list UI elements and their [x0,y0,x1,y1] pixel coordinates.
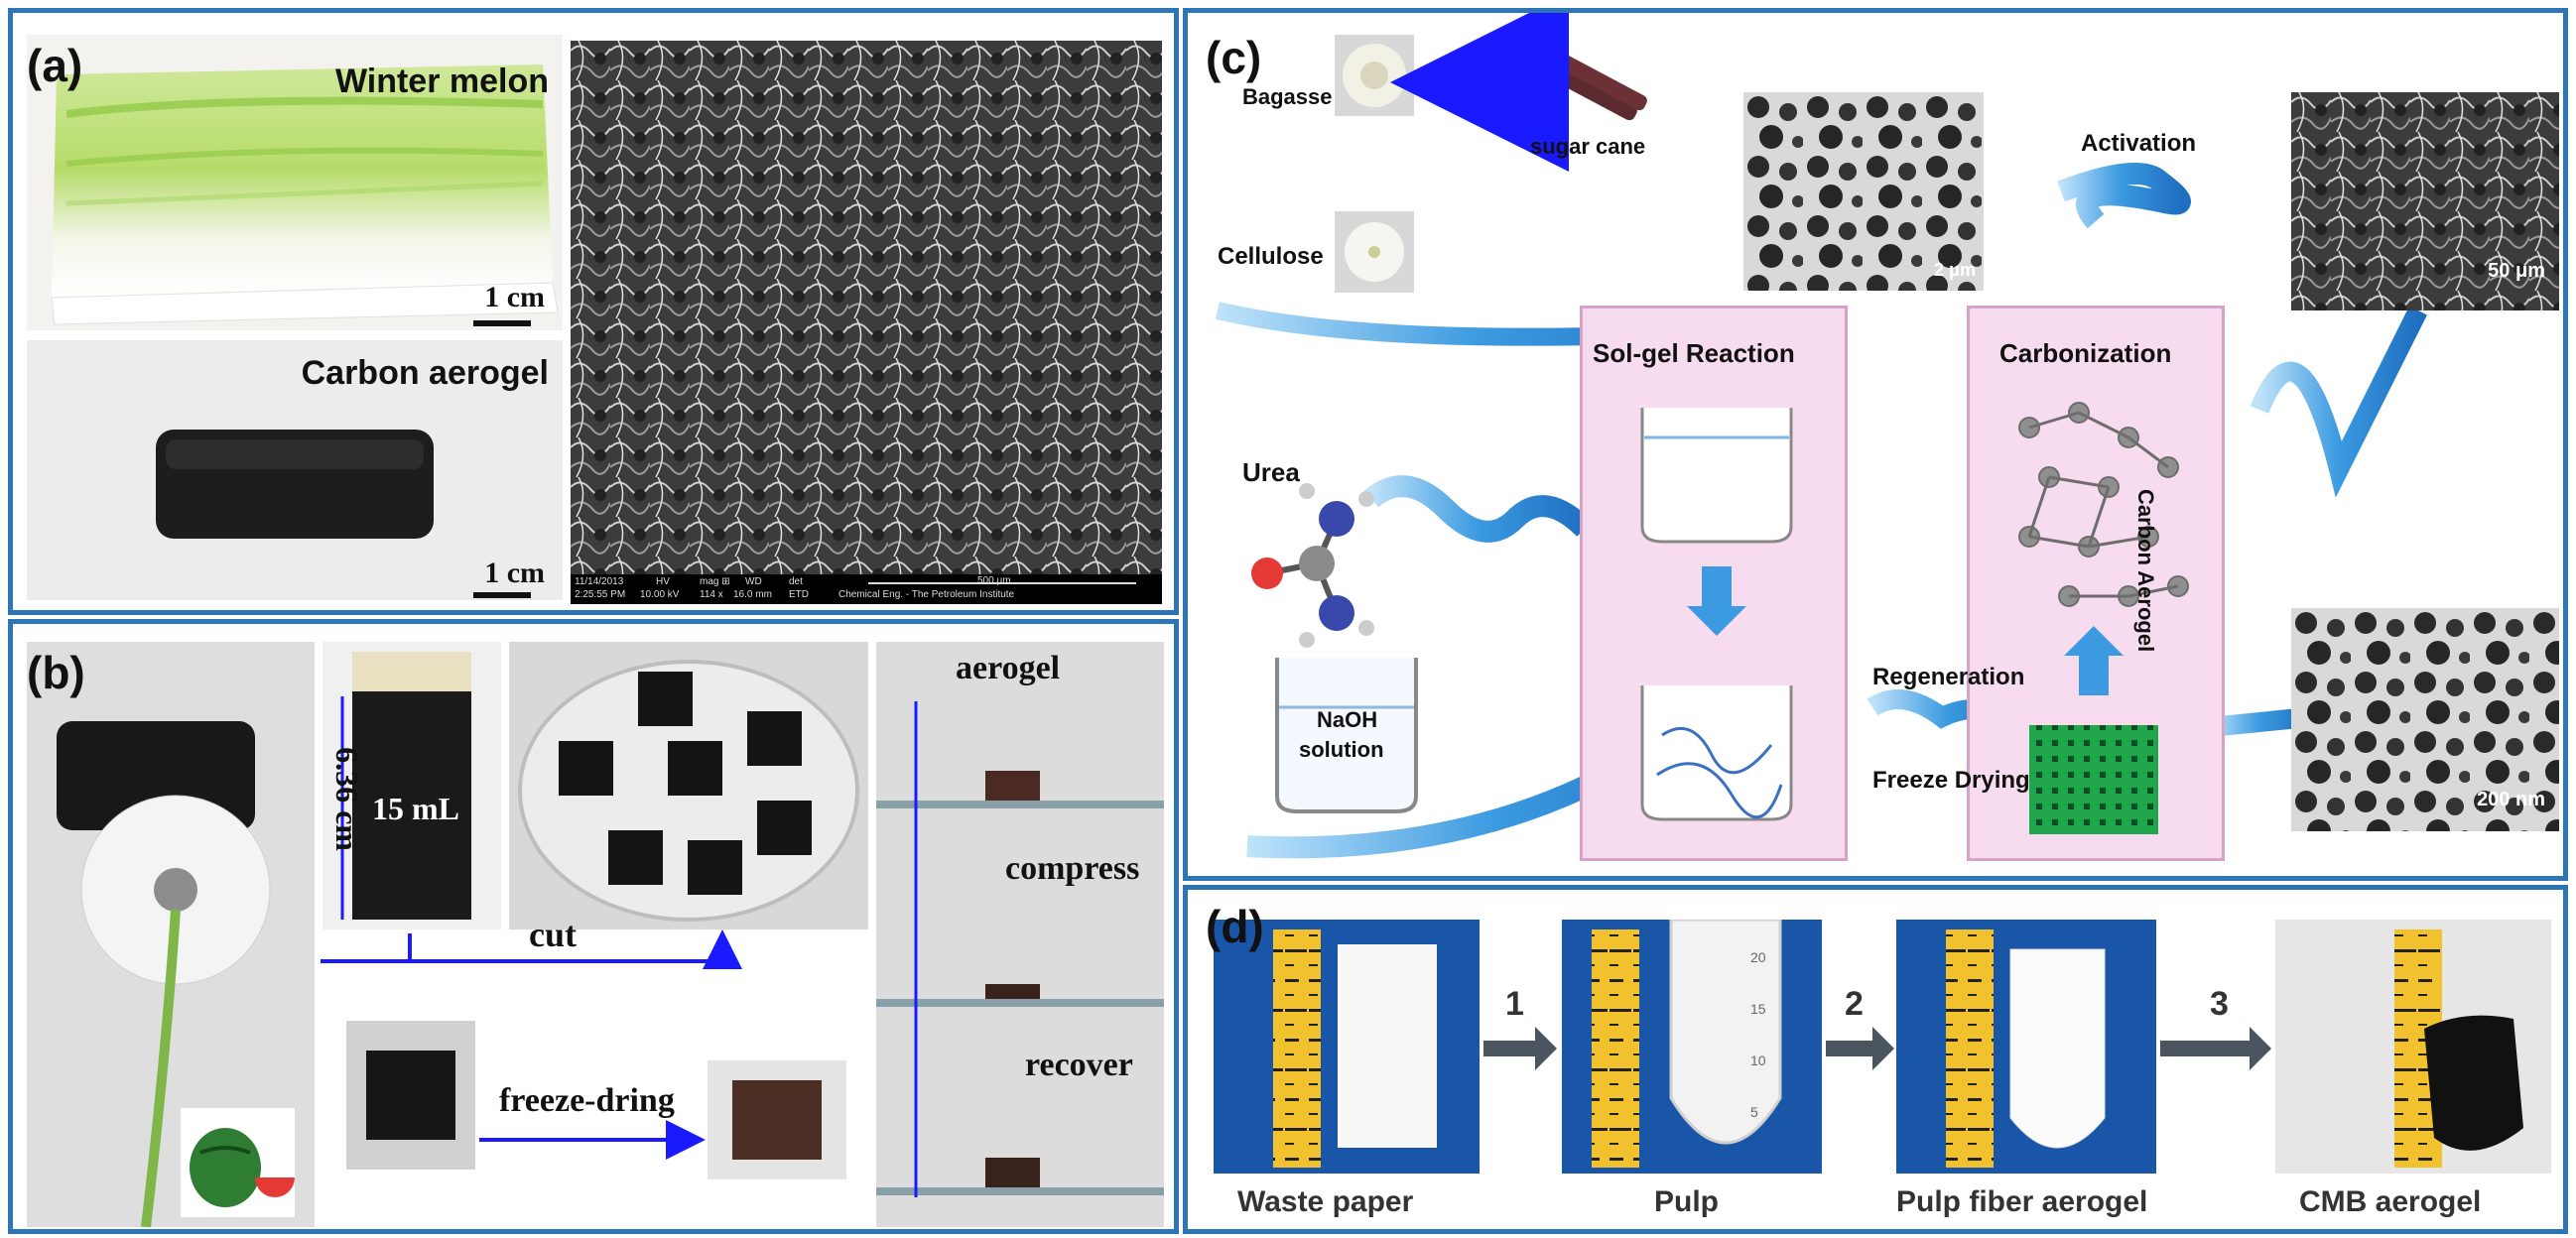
panel-b-label: (b) [27,647,85,698]
tube-mark-5: 5 [1750,1104,1758,1120]
solgel-box: Sol-gel Reaction [1580,306,1848,861]
sem-wd-head: WD [745,576,762,587]
sem-50um-photo: 50 μm [2291,92,2559,310]
compression-photo: aerogel compress recover [876,642,1164,1227]
sem-scale: 500 μm [977,575,1011,586]
sem-wd: 16.0 mm [733,589,772,600]
scale-2um: 2 μm [1933,260,1976,280]
step-1-label: 1 [1505,985,1524,1023]
step-3-label: 3 [2210,985,2229,1023]
freeze-label: freeze-dring [499,1082,675,1119]
cellulose-photo [1335,211,1414,293]
scale-bar-top [473,320,531,326]
scale-bar-bottom [473,592,531,598]
dandelion-photo [27,642,315,1227]
panel-a: (a) Winter melon 1 cm Carbon aerogel 1 c… [8,8,1179,615]
compression-illustration [876,701,1164,1197]
freeze-drying-label: Freeze Drying [1872,767,2030,794]
waste-paper-photo [1214,920,1480,1174]
frozen-block-photo [346,1021,475,1170]
scale-label-bottom: 1 cm [484,557,545,589]
sem-mag: 114 x [700,589,723,600]
solgel-label: Sol-gel Reaction [1593,338,1795,368]
caption-pulp-fiber-aerogel: Pulp fiber aerogel [1896,1185,2148,1218]
volume-label: 15 mL [372,791,459,826]
caption-cmb-aerogel: CMB aerogel [2299,1185,2482,1218]
sem-time: 2:25:55 PM [575,589,626,600]
sem-footer: 11/14/2013 2:25:55 PM HV 10.00 kV mag ⊞ … [571,574,1162,604]
recover-label: recover [1025,1047,1133,1083]
sem-200nm-photo: 200 nm [2291,608,2559,831]
winter-melon-illustration [51,64,559,325]
compress-label: compress [1005,850,1140,887]
bagasse-label: Bagasse [1242,84,1333,109]
activation-label: Activation [2081,130,2197,157]
sem-mag-head: mag ⊞ [700,576,730,587]
sem-image-a: 11/14/2013 2:25:55 PM HV 10.00 kV mag ⊞ … [571,41,1162,604]
sem-hv: 10.00 kV [640,589,680,600]
sugar-cane-label: sugar cane [1530,134,1646,159]
panel-d-label: (d) [1206,901,1264,952]
sem-det-head: det [789,576,803,587]
carbon-aerogel-block [156,430,434,539]
sem-scale-line [868,582,1136,584]
tall-aerogel-photo: 6.36 cm 15 mL [322,642,501,929]
cut-label: cut [529,915,577,954]
caption-pulp: Pulp [1654,1185,1719,1218]
petri-dish-illustration [518,660,859,922]
panel-c-label: (c) [1206,32,1262,83]
naoh-label: NaOH [1317,707,1378,732]
urea-label: Urea [1242,457,1300,487]
panel-c: (c) Bagasse sugar cane Cellulose Urea [1183,8,2568,881]
aerogel-label: aerogel [956,650,1061,686]
winter-melon-label: Winter melon [334,62,549,100]
urea-molecule-icon [1251,483,1374,648]
carbon-aerogel-photo: Carbon aerogel 1 cm [27,340,563,600]
scale-50um: 50 μm [2488,260,2545,282]
naoh-beaker-icon [1275,658,1418,813]
scale-200nm: 200 nm [2477,789,2545,810]
winter-melon-photo: Winter melon 1 cm [27,35,563,330]
caption-waste-paper: Waste paper [1237,1185,1414,1218]
panel-a-label: (a) [27,40,83,91]
tube-mark-15: 15 [1750,1001,1766,1017]
dried-block-photo [708,1060,846,1179]
pulp-fiber-aerogel-photo [1896,920,2156,1174]
petri-dish-photo [509,642,868,929]
pulp-photo: 20 15 10 5 [1562,920,1822,1174]
tall-aerogel-illustration [340,652,471,920]
solgel-illustration [1640,408,1793,821]
panel-d-step-arrows [1483,1027,2271,1070]
dandelion-illustration [57,721,295,1227]
step-2-label: 2 [1845,985,1864,1023]
sem-2um-photo: 2 μm [1743,92,1984,291]
carbonization-box: Carbonization [1967,306,2225,861]
scale-label-top: 1 cm [484,281,545,313]
tube-mark-10: 10 [1750,1052,1766,1068]
height-label: 6.36 cm [328,747,365,851]
cmb-aerogel-photo [2275,920,2551,1174]
freeze-arrow [479,1120,706,1160]
sem-date: 11/14/2013 [575,576,624,587]
carbon-aerogel-label: Carbon aerogel [301,354,549,392]
regeneration-label: Regeneration [1872,664,2025,690]
sem-institution: Chemical Eng. - The Petroleum Institute [838,589,1015,600]
carbonization-label: Carbonization [1999,338,2172,368]
carbonization-illustration [2018,402,2189,834]
panel-b: (b) 6.36 cm 15 mL [8,619,1179,1234]
sem-hv-head: HV [656,576,670,587]
carbon-aerogel-vertical-label: Carbon Aerogel [2133,489,2158,653]
panel-b-arrows [321,929,742,969]
panel-d: (d) Waste paper 20 15 10 5 Pulp Pulp fib… [1183,885,2568,1234]
solution-label: solution [1299,737,1384,762]
watermelon-icon [181,1108,295,1217]
sem-det: ETD [789,589,809,600]
sem-texture [571,41,1162,576]
cellulose-label: Cellulose [1218,243,1324,270]
tube-mark-20: 20 [1750,949,1766,965]
